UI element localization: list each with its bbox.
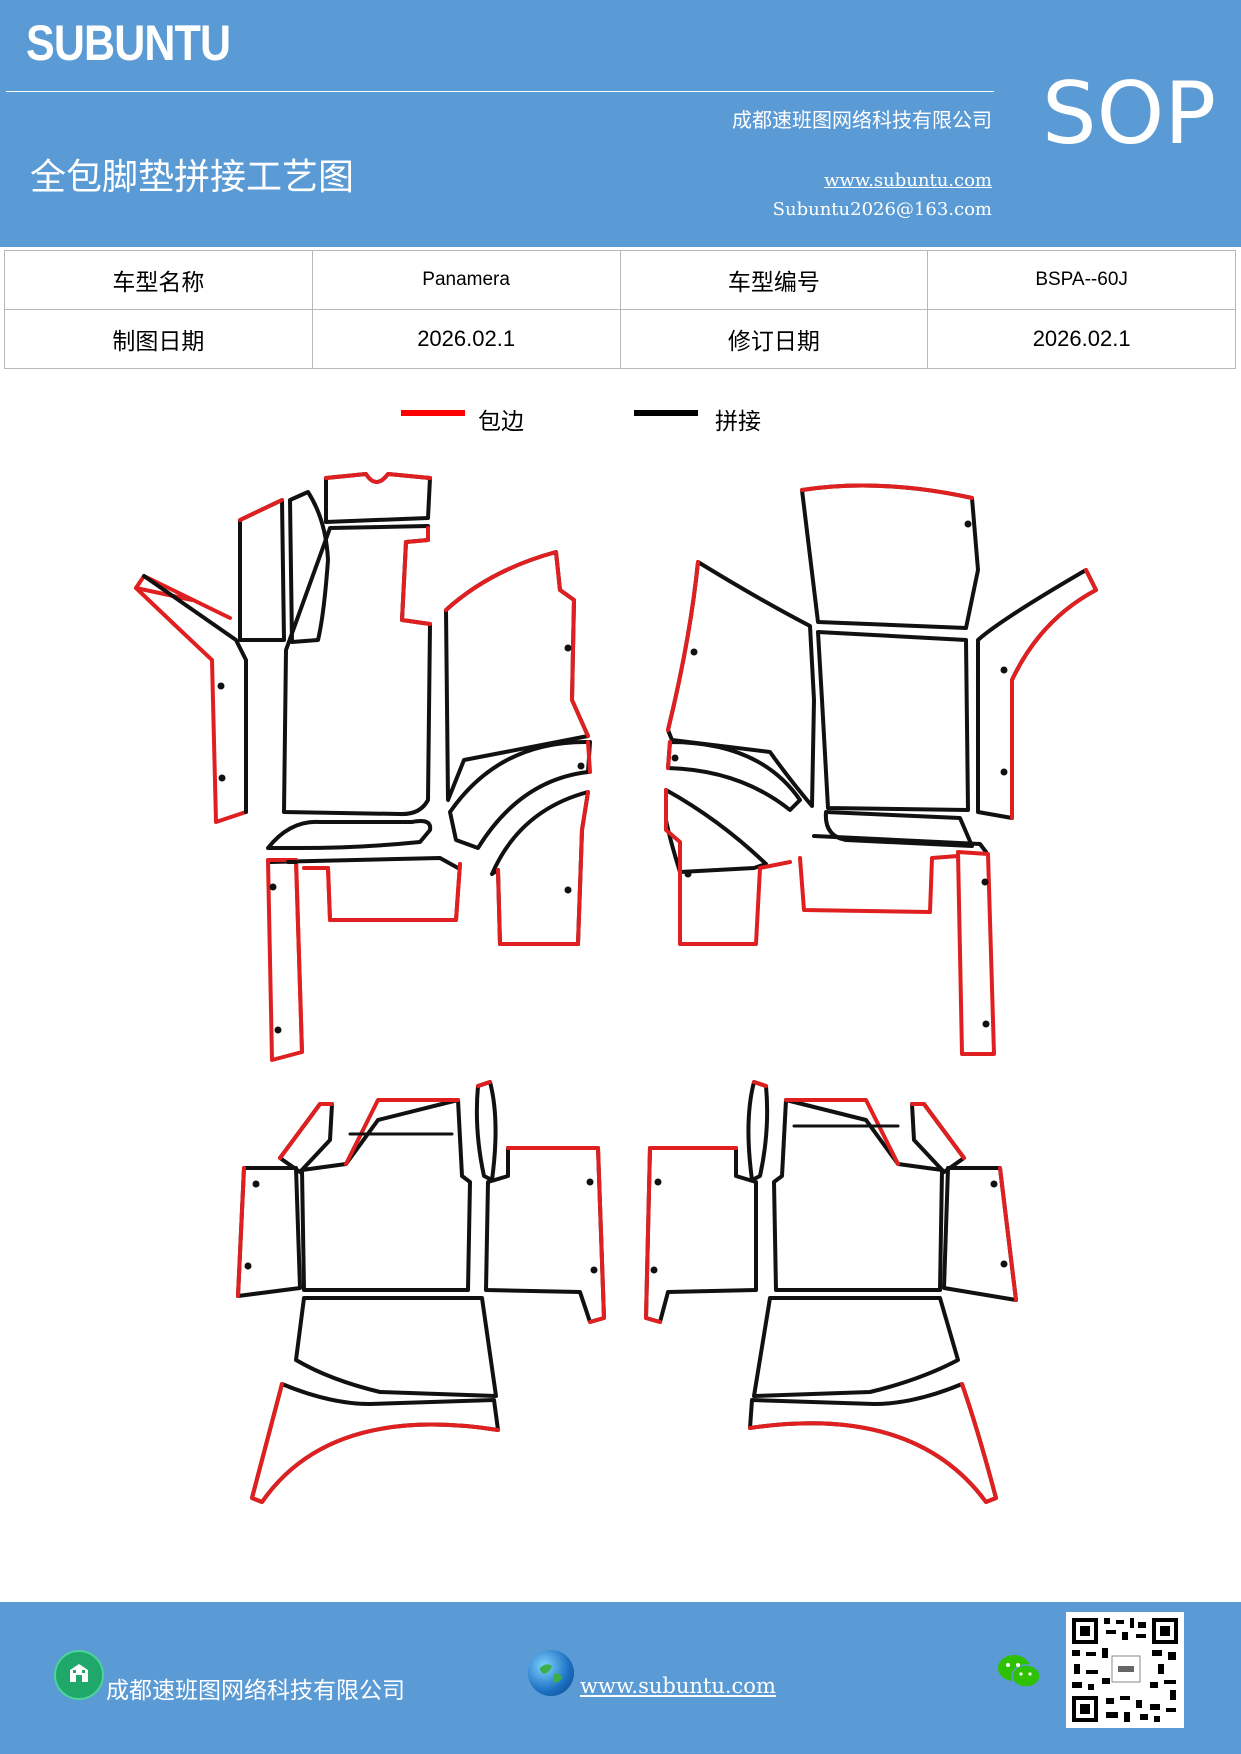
front-left-mat-group xyxy=(134,472,592,1062)
vehicle-info-table: 车型名称 Panamera 车型编号 BSPA--60J 制图日期 2026.0… xyxy=(4,250,1236,369)
model-code-value: BSPA--60J xyxy=(927,250,1236,310)
front-right-mat-group xyxy=(664,483,1098,1056)
footer-company: 成都速班图网络科技有限公司 xyxy=(106,1678,405,1704)
sop-badge: SOP xyxy=(1042,64,1217,164)
globe-icon xyxy=(528,1650,574,1696)
rear-right-mat-group xyxy=(644,1080,1018,1504)
header-website-link[interactable]: www.subuntu.com xyxy=(824,170,992,191)
rear-left-mat-group xyxy=(236,1080,606,1504)
legend-edge-label: 包边 xyxy=(478,409,524,435)
table-row: 制图日期 2026.02.1 修订日期 2026.02.1 xyxy=(4,309,1236,369)
table-row: 车型名称 Panamera 车型编号 BSPA--60J xyxy=(4,250,1236,310)
model-name-value: Panamera xyxy=(311,250,621,310)
brand-logo: SUBUNTU xyxy=(26,15,231,71)
page-header: SUBUNTU 成都速班图网络科技有限公司 全包脚垫拼接工艺图 www.subu… xyxy=(0,0,1241,247)
qr-code xyxy=(1066,1612,1184,1728)
header-divider xyxy=(6,91,994,92)
legend-edge-swatch xyxy=(401,410,465,416)
revision-date-label: 修订日期 xyxy=(619,309,929,369)
wechat-icon[interactable] xyxy=(996,1652,1042,1692)
legend-seam-swatch xyxy=(634,410,698,416)
model-code-label: 车型编号 xyxy=(619,250,929,310)
header-email: Subuntu2026@163.com xyxy=(772,199,992,220)
header-company: 成都速班图网络科技有限公司 xyxy=(732,108,992,132)
legend-seam-label: 拼接 xyxy=(715,409,761,435)
footer-website-link[interactable]: www.subuntu.com xyxy=(580,1674,776,1698)
model-name-label: 车型名称 xyxy=(4,250,313,310)
building-icon xyxy=(54,1650,104,1700)
revision-date-value: 2026.02.1 xyxy=(927,309,1236,369)
drawing-date-label: 制图日期 xyxy=(4,309,313,369)
drawing-date-value: 2026.02.1 xyxy=(311,309,621,369)
page-title: 全包脚垫拼接工艺图 xyxy=(30,157,355,198)
